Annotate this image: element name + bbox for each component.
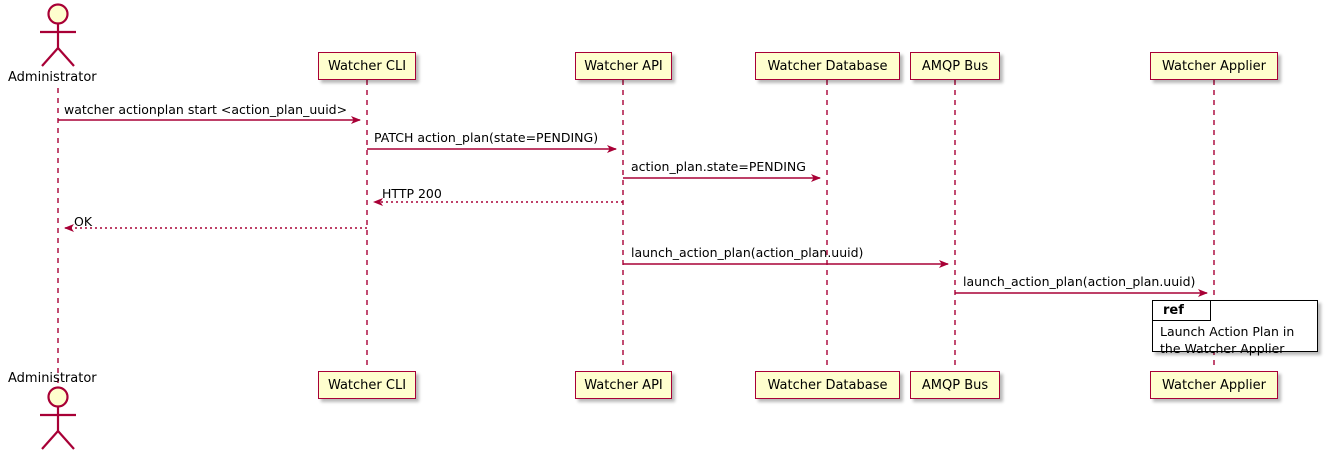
participant-label: Watcher Applier xyxy=(1162,377,1266,393)
ref-fragment-tab-label: ref xyxy=(1163,303,1184,318)
message-arrows xyxy=(58,116,1208,297)
actor-label-administrator-top: Administrator xyxy=(8,70,97,85)
participant-label: AMQP Bus xyxy=(921,58,989,74)
participant-label: Watcher CLI xyxy=(327,58,407,74)
participant-box-watcher-api-top[interactable]: Watcher API xyxy=(575,52,672,80)
message-label-7: launch_action_plan(action_plan.uuid) xyxy=(963,274,1196,289)
participant-label: Watcher Database xyxy=(767,377,888,393)
participant-box-amqp-bus-bottom[interactable]: AMQP Bus xyxy=(910,371,1000,399)
ref-fragment: ref Launch Action Plan in the Watcher Ap… xyxy=(1152,300,1318,356)
message-label-2: PATCH action_plan(state=PENDING) xyxy=(374,130,599,145)
participant-box-watcher-database-top[interactable]: Watcher Database xyxy=(755,52,900,80)
lifelines xyxy=(57,80,1215,392)
participant-box-watcher-cli-top[interactable]: Watcher CLI xyxy=(318,52,416,80)
message-label-3: action_plan.state=PENDING xyxy=(631,159,806,174)
actor-figure-bottom xyxy=(40,386,76,450)
participant-box-amqp-bus-top[interactable]: AMQP Bus xyxy=(910,52,1000,80)
participant-label: Watcher API xyxy=(584,58,663,74)
participant-box-watcher-database-bottom[interactable]: Watcher Database xyxy=(755,371,900,399)
participant-label: Watcher CLI xyxy=(327,377,407,393)
participant-box-watcher-api-bottom[interactable]: Watcher API xyxy=(575,371,672,399)
participant-label: Watcher API xyxy=(584,377,663,393)
participant-box-watcher-cli-bottom[interactable]: Watcher CLI xyxy=(318,371,416,399)
actor-figure-top xyxy=(40,3,76,67)
ref-fragment-text: Launch Action Plan in the Watcher Applie… xyxy=(1160,324,1295,356)
participant-box-watcher-applier-bottom[interactable]: Watcher Applier xyxy=(1150,371,1278,399)
participant-box-watcher-applier-top[interactable]: Watcher Applier xyxy=(1150,52,1278,80)
message-label-6: launch_action_plan(action_plan.uuid) xyxy=(631,245,864,260)
participant-label: Watcher Database xyxy=(767,58,888,74)
ref-fragment-tab xyxy=(1153,301,1211,321)
participant-label: AMQP Bus xyxy=(921,377,989,393)
message-label-5: OK xyxy=(74,214,93,229)
actor-label-administrator-bottom: Administrator xyxy=(8,371,97,386)
message-label-4: HTTP 200 xyxy=(382,186,442,201)
participant-label: Watcher Applier xyxy=(1162,58,1266,74)
message-label-1: watcher actionplan start <action_plan_uu… xyxy=(64,102,348,117)
